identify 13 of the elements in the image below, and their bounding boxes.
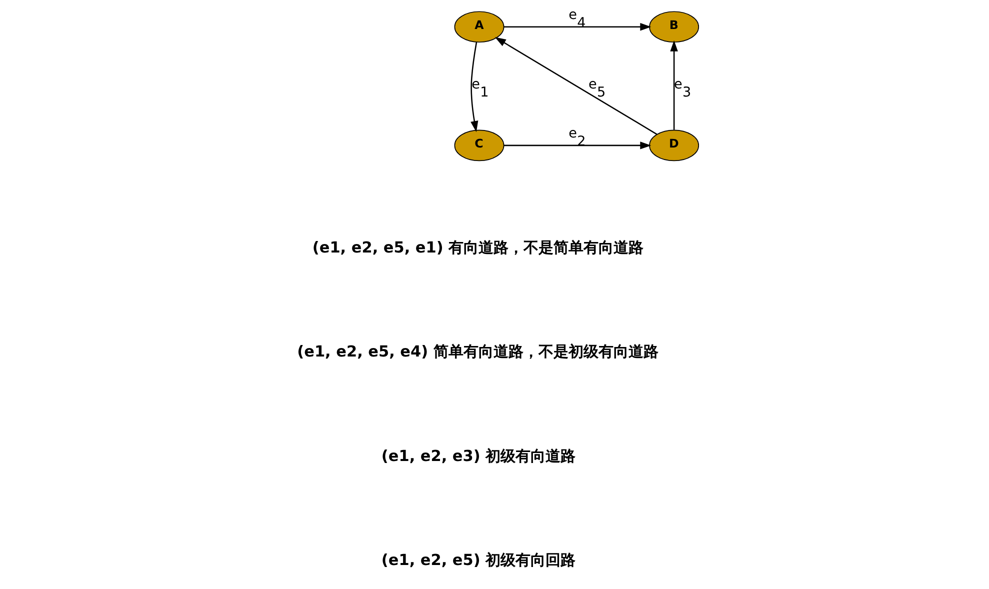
- arrow: [470, 42, 478, 132]
- node-ellipse: A: [454, 11, 504, 43]
- label: (e1, e2, e5) 初级有向回路: [381, 551, 576, 570]
- arrow: [504, 142, 652, 150]
- arrow: [670, 40, 678, 130]
- arrow: [504, 23, 652, 31]
- label: (e1, e2, e5, e4) 简单有向道路，不是初级有向道路: [297, 342, 658, 361]
- arrow: [494, 37, 658, 135]
- node-ellipse: B: [649, 11, 700, 43]
- label: (e1, e2, e5, e1) 有向道路，不是简单有向道路: [312, 238, 644, 256]
- node-ellipse: D: [649, 130, 700, 162]
- node-ellipse: C: [454, 130, 504, 162]
- label: (e1, e2, e3) 初级有向道路: [381, 446, 576, 465]
